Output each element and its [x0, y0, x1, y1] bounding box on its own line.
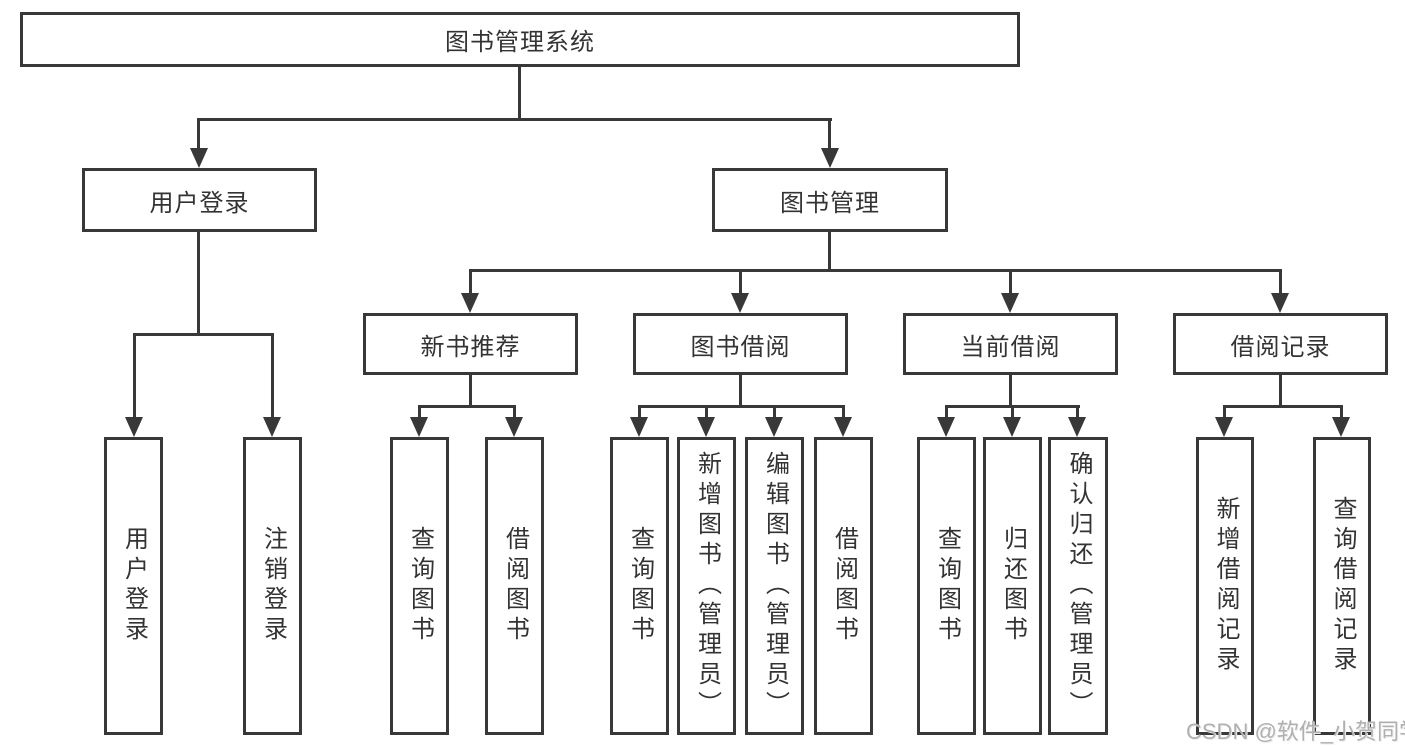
edge-to-br-query-stem	[1340, 405, 1343, 417]
edge-to-leaf-user-login-stem	[133, 333, 136, 417]
leaf-borrowing-add-book-admin-label: 新增图书（管理员）	[693, 451, 721, 721]
node-borrow-records-label: 借阅记录	[1230, 333, 1331, 361]
edge-to-current-stem	[1009, 269, 1012, 295]
leaf-recommend-query-book: 查询图书	[390, 437, 449, 735]
leaf-recommend-query-book-label: 查询图书	[406, 526, 434, 646]
arrowhead-to-book-mgmt	[821, 148, 839, 168]
csdn-watermark: CSDN @软件_小贺同学	[1186, 719, 1405, 744]
node-root: 图书管理系统	[20, 12, 1020, 67]
edge-to-nb-borrow-stem	[513, 405, 516, 417]
node-user-login: 用户登录	[82, 168, 317, 232]
arrowhead-to-bb-borrow	[834, 417, 852, 437]
edge-to-cb-confirm-stem	[1076, 405, 1079, 417]
arrowhead-to-nb-query	[410, 417, 428, 437]
arrowhead-to-new-book	[461, 293, 479, 313]
node-book-borrowing: 图书借阅	[633, 313, 848, 375]
leaf-records-add-record-label: 新增借阅记录	[1212, 496, 1239, 676]
edge-book-mgmt-stem	[828, 232, 831, 272]
leaf-recommend-borrow-book: 借阅图书	[485, 437, 544, 735]
leaf-logout: 注销登录	[243, 437, 302, 735]
edge-to-bb-edit-stem	[773, 405, 776, 417]
leaf-current-confirm-return-admin: 确认归还（管理员）	[1048, 437, 1108, 735]
edge-user-login-hbar	[133, 333, 274, 336]
edge-to-bb-borrow-stem	[842, 405, 845, 417]
leaf-records-query-record: 查询借阅记录	[1313, 437, 1371, 735]
leaf-borrowing-query-book: 查询图书	[610, 437, 669, 735]
edge-user-login-stem	[197, 232, 200, 336]
node-borrow-records: 借阅记录	[1173, 313, 1388, 375]
leaf-borrowing-borrow-book-label: 借阅图书	[830, 526, 858, 646]
arrowhead-to-cb-query	[937, 417, 955, 437]
arrowhead-to-cb-return	[1003, 417, 1021, 437]
edge-to-book-mgmt-stem	[828, 118, 831, 150]
edge-records-stem	[1279, 375, 1282, 408]
edge-root-stem	[518, 67, 521, 121]
edge-to-bb-query-stem	[638, 405, 641, 417]
arrowhead-to-borrowing	[731, 293, 749, 313]
arrowhead-to-br-add	[1215, 417, 1233, 437]
arrowhead-to-current	[1001, 293, 1019, 313]
edge-current-stem	[1009, 375, 1012, 408]
edge-records-hbar	[1223, 405, 1343, 408]
edge-to-leaf-logout-stem	[271, 333, 274, 417]
leaf-current-query-book: 查询图书	[917, 437, 976, 735]
leaf-user-login-label: 用户登录	[120, 526, 148, 646]
edge-to-br-add-stem	[1223, 405, 1226, 417]
leaf-current-query-book-label: 查询图书	[933, 526, 961, 646]
node-book-management: 图书管理	[712, 168, 948, 232]
leaf-borrowing-edit-book-admin: 编辑图书（管理员）	[745, 437, 804, 735]
node-current-borrow: 当前借阅	[903, 313, 1118, 375]
leaf-logout-label: 注销登录	[259, 526, 287, 646]
edge-borrowing-hbar	[638, 405, 845, 408]
leaf-borrowing-edit-book-admin-label: 编辑图书（管理员）	[761, 451, 789, 721]
arrowhead-to-bb-add	[697, 417, 715, 437]
edge-new-book-hbar	[418, 405, 516, 408]
edge-book-mgmt-hbar	[469, 269, 1282, 272]
arrowhead-to-user-login	[190, 148, 208, 168]
arrowhead-to-br-query	[1332, 417, 1350, 437]
leaf-records-add-record: 新增借阅记录	[1196, 437, 1254, 735]
arrowhead-to-cb-confirm	[1068, 417, 1086, 437]
leaf-user-login: 用户登录	[104, 437, 163, 735]
arrowhead-to-nb-borrow	[505, 417, 523, 437]
leaf-records-query-record-label: 查询借阅记录	[1329, 496, 1356, 676]
node-new-book-recommend: 新书推荐	[363, 313, 578, 375]
node-new-book-recommend-label: 新书推荐	[420, 333, 521, 361]
edge-new-book-stem	[469, 375, 472, 408]
leaf-borrowing-borrow-book: 借阅图书	[814, 437, 873, 735]
arrowhead-to-records	[1271, 293, 1289, 313]
edge-to-cb-query-stem	[945, 405, 948, 417]
arrowhead-to-bb-query	[630, 417, 648, 437]
leaf-borrowing-add-book-admin: 新增图书（管理员）	[677, 437, 736, 735]
node-user-login-label: 用户登录	[149, 189, 250, 217]
leaf-current-return-book: 归还图书	[983, 437, 1042, 735]
arrowhead-to-bb-edit	[765, 417, 783, 437]
node-book-management-label: 图书管理	[780, 189, 880, 217]
edge-to-bb-add-stem	[705, 405, 708, 417]
leaf-recommend-borrow-book-label: 借阅图书	[501, 526, 529, 646]
leaf-current-confirm-return-admin-label: 确认归还（管理员）	[1065, 451, 1092, 721]
edge-to-cb-return-stem	[1011, 405, 1014, 417]
edge-to-new-book-stem	[469, 269, 472, 295]
leaf-borrowing-query-book-label: 查询图书	[626, 526, 654, 646]
edge-to-borrowing-stem	[739, 269, 742, 295]
edge-root-hbar	[197, 118, 832, 121]
arrowhead-to-leaf-logout	[263, 417, 281, 437]
edge-to-nb-query-stem	[418, 405, 421, 417]
node-root-label: 图书管理系统	[445, 29, 595, 56]
leaf-current-return-book-label: 归还图书	[999, 526, 1027, 646]
edge-to-records-stem	[1279, 269, 1282, 295]
node-current-borrow-label: 当前借阅	[960, 333, 1061, 361]
edge-borrowing-stem	[739, 375, 742, 408]
arrowhead-to-leaf-user-login	[125, 417, 143, 437]
node-book-borrowing-label: 图书借阅	[690, 333, 791, 361]
edge-to-user-login-stem	[197, 118, 200, 150]
